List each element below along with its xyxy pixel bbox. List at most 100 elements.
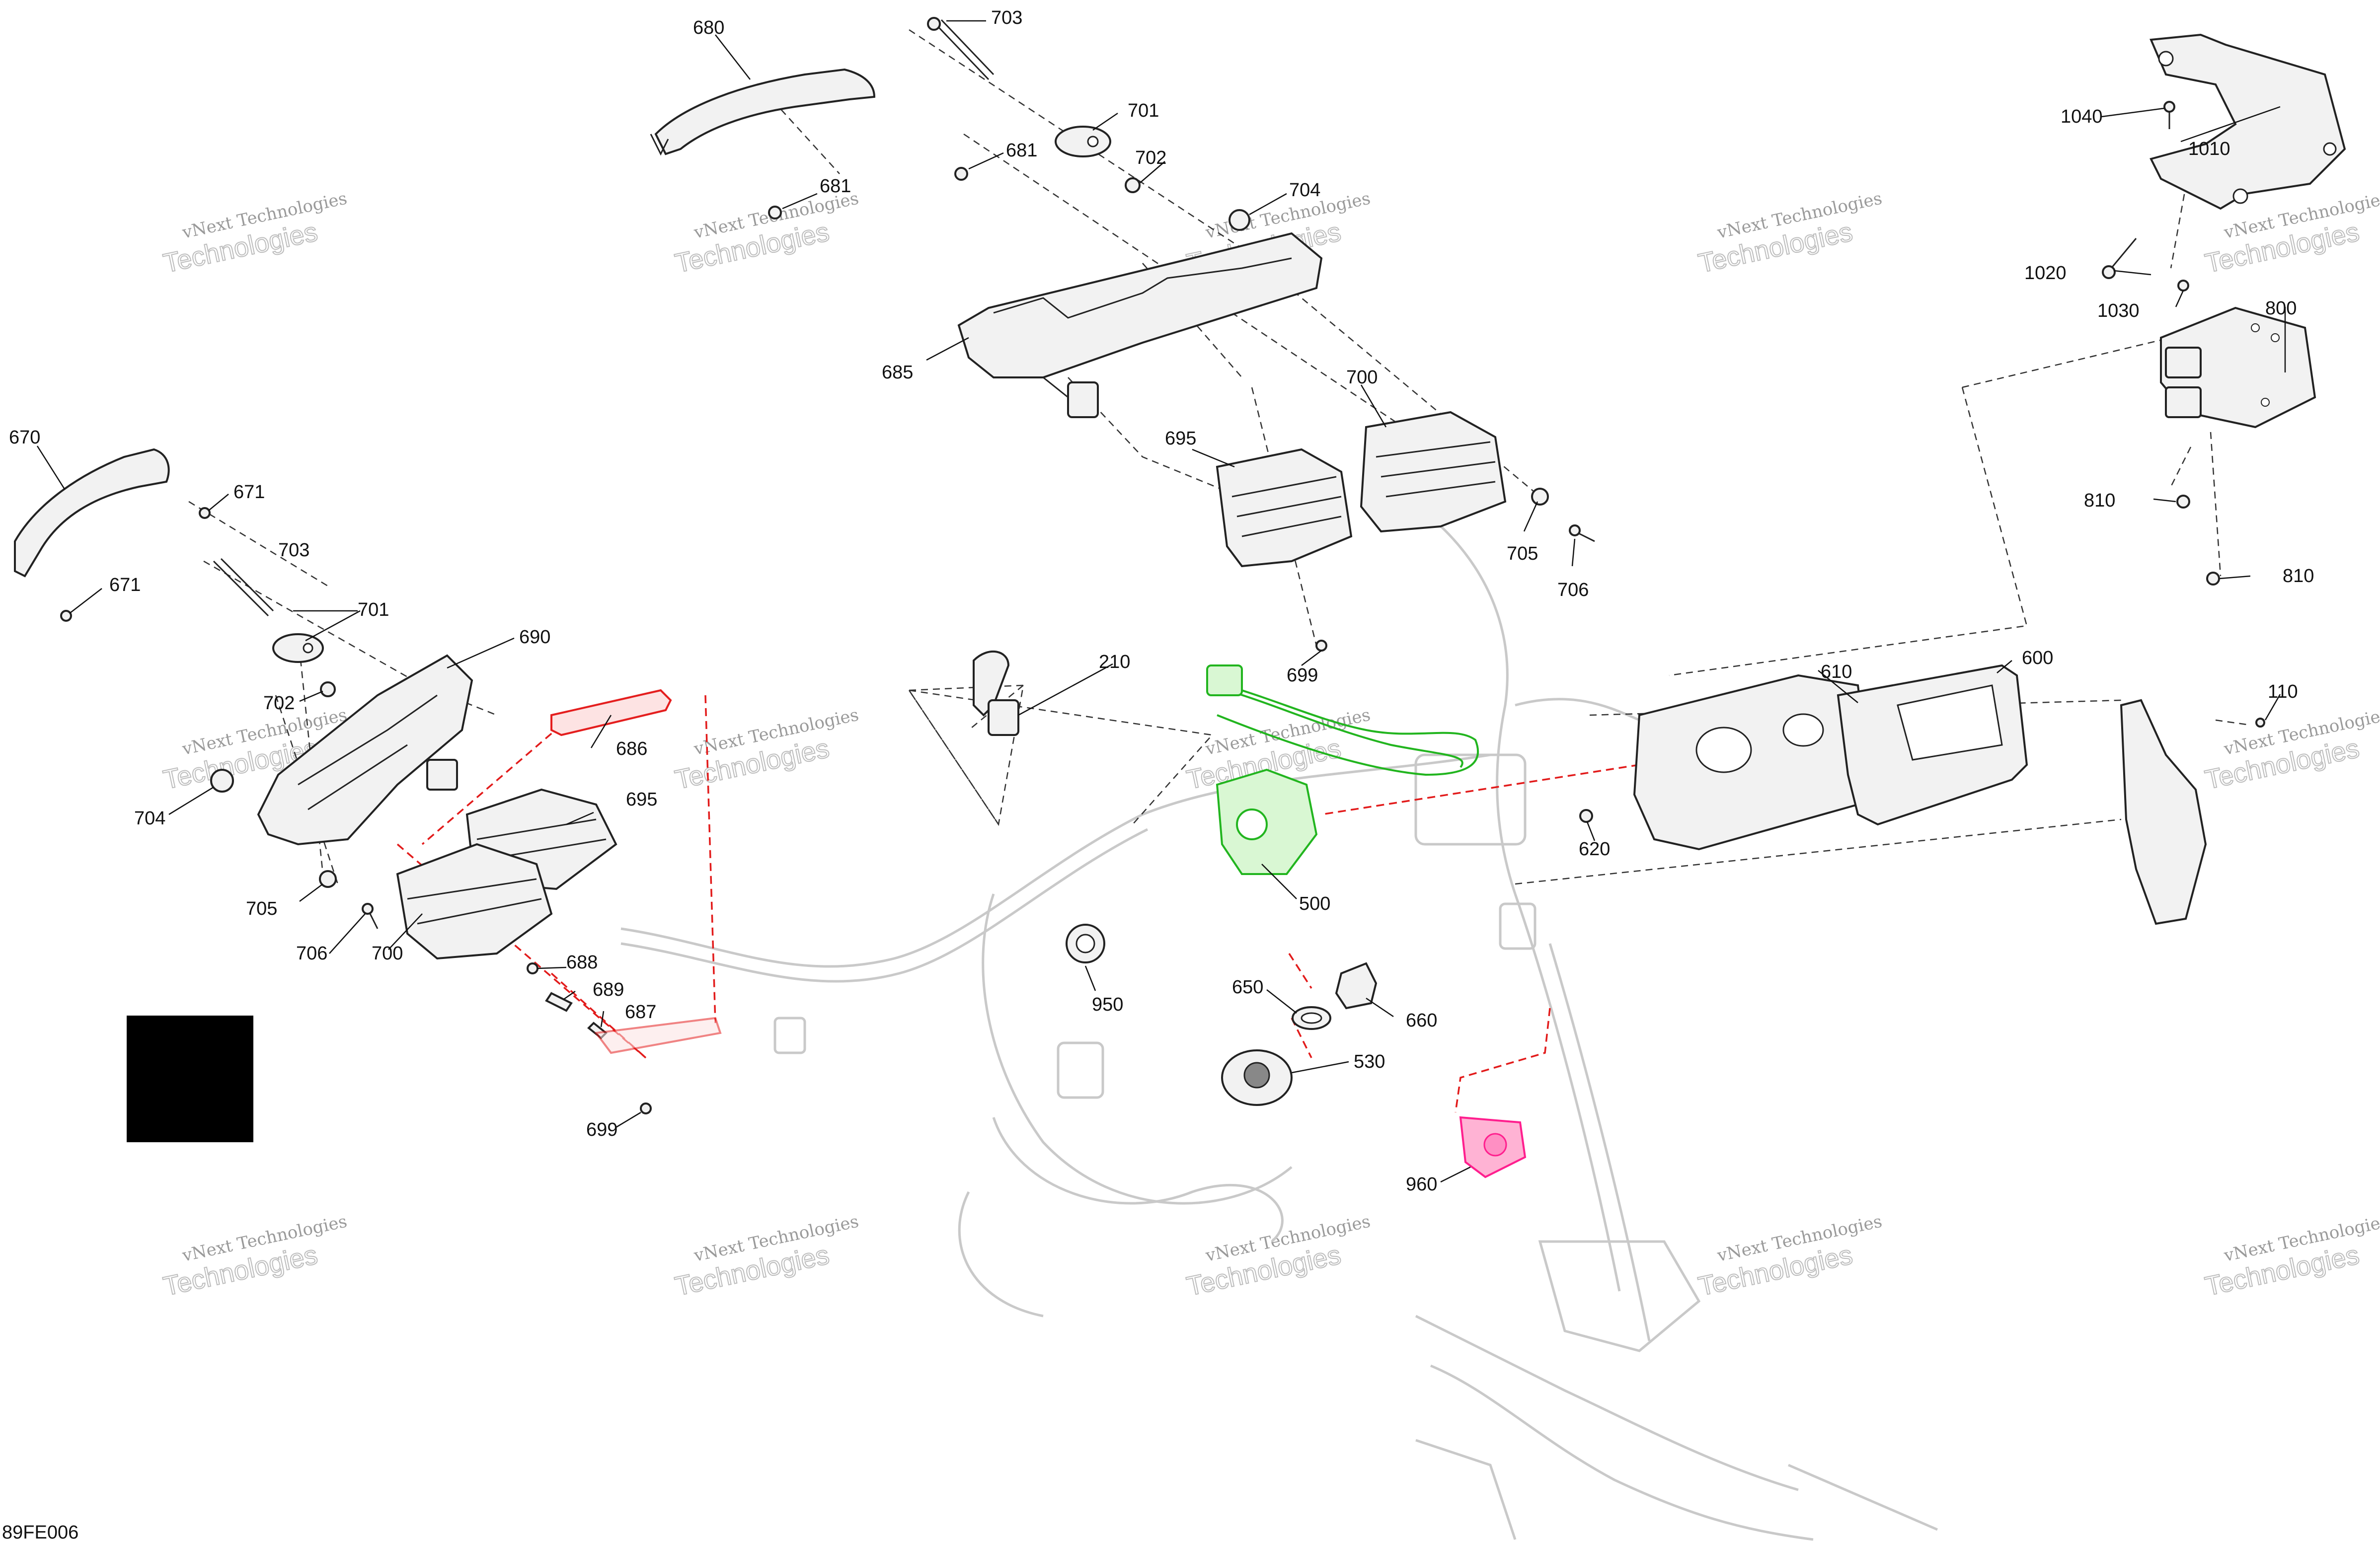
callout-110: 110 — [2268, 681, 2298, 702]
part-703-bolt — [927, 17, 995, 80]
part-620-grommet — [1579, 809, 1593, 823]
leader-lines — [36, 20, 2286, 1183]
part-705-washer-upper — [1531, 488, 1549, 506]
callout-700: 700 — [372, 943, 403, 964]
watermark: vNext Technologies Technologies — [1695, 1211, 1884, 1302]
callout-688: 688 — [566, 952, 598, 973]
part-660-switch — [1335, 962, 1378, 1010]
callout-701: 701 — [1128, 100, 1159, 121]
black-block — [127, 1016, 253, 1142]
part-650-ring — [1292, 1006, 1331, 1030]
part-685-bracket — [957, 232, 1323, 418]
callout-704: 704 — [1289, 180, 1320, 201]
callout-labels: 680 703 701 681 702 681 704 685 700 695 … — [2, 7, 2314, 1542]
part-950-socket — [1066, 924, 1105, 963]
part-500-switch-green — [1206, 664, 1479, 875]
part-530-socket — [1221, 1049, 1293, 1106]
part-706-screw-left — [362, 903, 379, 929]
part-704-grommet — [1228, 209, 1250, 231]
callout-706: 706 — [1557, 580, 1589, 600]
part-610-housing — [1633, 674, 1869, 851]
figure-code: 89FE006 — [2, 1522, 78, 1542]
part-701-bracket — [1055, 126, 1111, 157]
callout-681: 681 — [820, 176, 851, 197]
part-110-bracket — [2120, 699, 2265, 925]
callout-530: 530 — [1354, 1051, 1385, 1072]
callout-695: 695 — [1165, 428, 1196, 449]
watermark: vNext Technologies Technologies — [1695, 188, 1884, 279]
callout-705: 705 — [246, 898, 277, 919]
watermark: vNext Technologies Technologies — [2202, 705, 2380, 795]
callout-1010: 1010 — [2188, 139, 2230, 159]
callout-685: 685 — [882, 362, 913, 383]
wiring-harness-ghost — [620, 520, 1938, 1541]
part-1020-bolt — [2102, 238, 2137, 279]
callout-810: 810 — [2283, 566, 2314, 587]
part-703-bolt-left — [213, 558, 274, 617]
part-1010-bracket — [2150, 33, 2346, 210]
callout-1040: 1040 — [2061, 106, 2103, 127]
callout-620: 620 — [1579, 839, 1610, 860]
callout-950: 950 — [1092, 994, 1123, 1015]
callout-701: 701 — [358, 599, 389, 620]
part-960-usb-pink — [1459, 1116, 1527, 1178]
part-702-nut — [1125, 177, 1141, 193]
part-600-display — [1837, 664, 2028, 826]
watermark: vNext Technologies Technologies — [160, 1211, 349, 1302]
part-681-screw — [768, 167, 968, 220]
callout-699: 699 — [1287, 665, 1318, 686]
callout-703: 703 — [278, 540, 309, 561]
callout-705: 705 — [1507, 543, 1538, 564]
callout-689: 689 — [593, 979, 624, 1000]
part-706-screw-upper — [1569, 524, 1595, 542]
part-810-screw — [2176, 495, 2220, 586]
callout-702: 702 — [263, 693, 295, 714]
watermark: vNext Technologies Technologies — [672, 705, 861, 795]
callout-500: 500 — [1299, 893, 1330, 914]
callout-650: 650 — [1232, 977, 1263, 998]
callout-695: 695 — [626, 789, 657, 810]
part-699-screw-left — [640, 1102, 652, 1114]
callout-600: 600 — [2022, 648, 2053, 668]
callout-671: 671 — [109, 575, 141, 595]
part-210-connector — [908, 651, 1024, 826]
part-1040-bolt — [2163, 101, 2175, 129]
part-705-washer-left — [319, 870, 337, 888]
callout-670: 670 — [9, 427, 40, 448]
callout-1020: 1020 — [2024, 263, 2067, 284]
callout-960: 960 — [1406, 1174, 1437, 1195]
watermark: vNext Technologies Technologies — [672, 188, 861, 279]
callout-706: 706 — [296, 943, 327, 964]
part-702-nut-left — [320, 681, 336, 697]
callout-610: 610 — [1821, 661, 1852, 682]
part-690-bracket — [257, 654, 473, 846]
callout-687: 687 — [625, 1002, 656, 1023]
watermark: vNext Technologies Technologies — [672, 1211, 861, 1302]
callout-702: 702 — [1135, 147, 1166, 168]
part-680-cover — [650, 68, 876, 156]
callout-1030: 1030 — [2097, 300, 2140, 321]
part-699-screw-upper — [1315, 640, 1327, 652]
part-701-bracket-left — [272, 633, 324, 663]
callout-700: 700 — [1346, 367, 1378, 388]
watermark: vNext Technologies Technologies — [2202, 1211, 2380, 1302]
part-695-light-upper — [1216, 448, 1353, 568]
callout-686: 686 — [616, 738, 647, 759]
callout-681: 681 — [1006, 140, 1037, 161]
highlight-guide-lines-red — [396, 695, 1640, 1113]
part-800-module — [2160, 306, 2316, 429]
watermark: vNext Technologies Technologies — [1184, 1211, 1373, 1302]
watermark-layer: vNext Technologies Technologies vNext Te… — [160, 188, 2380, 1302]
part-1030-nut — [2177, 280, 2189, 292]
callout-690: 690 — [519, 627, 550, 648]
part-686-highlight-red — [550, 689, 722, 1054]
callout-210: 210 — [1099, 652, 1130, 672]
callout-699: 699 — [586, 1119, 617, 1140]
part-670-cover — [14, 448, 170, 578]
part-671-screw — [60, 507, 211, 622]
part-700-light-left — [396, 843, 553, 960]
callout-660: 660 — [1406, 1010, 1437, 1031]
callout-810: 810 — [2084, 490, 2115, 511]
callout-671: 671 — [233, 482, 265, 503]
